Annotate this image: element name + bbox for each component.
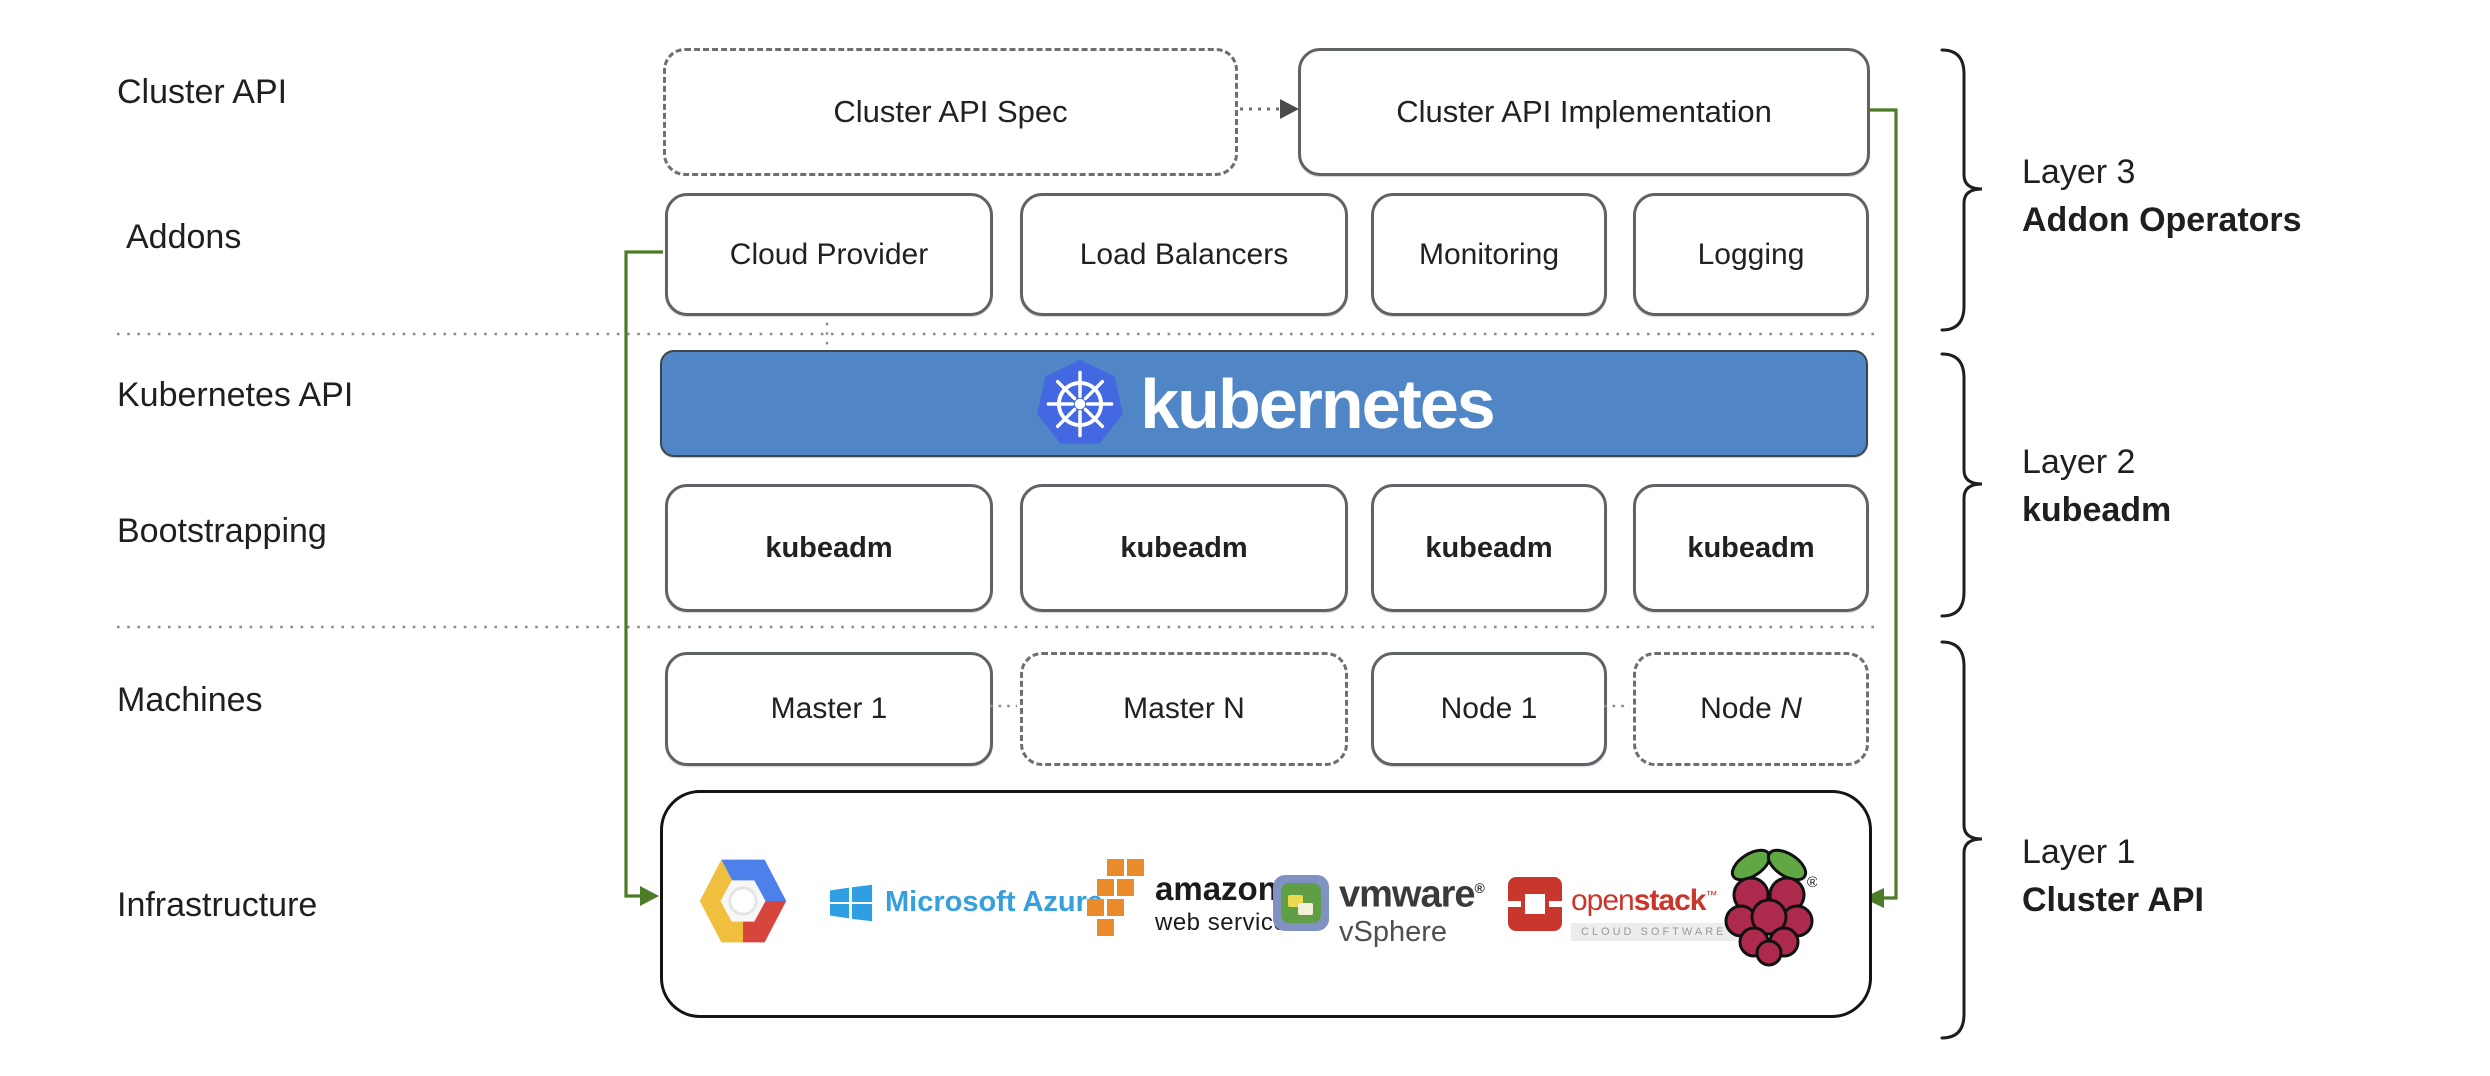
machine-box-master-n: Master N [1020,652,1348,766]
spec-to-implementation-arrowhead-icon [1280,99,1299,119]
addon-box-logging: Logging [1633,193,1869,316]
green-arrowhead-left-icon [640,886,659,906]
kubeadm-box-4: kubeadm [1633,484,1869,612]
vmware-logo-text: vmware® vSphere [1339,867,1485,948]
kubeadm-box-2: kubeadm [1020,484,1348,612]
cluster-api-spec-box: Cluster API Spec [663,48,1238,176]
raspberry-registered-mark: ® [1807,874,1817,891]
machine-box-node-n: Node N [1633,652,1869,766]
addon-box-monitoring: Monitoring [1371,193,1607,316]
row-label-infrastructure: Infrastructure [117,886,318,924]
openstack-logo-subtext: CLOUD SOFTWARE [1571,923,1737,941]
kubernetes-banner: kubernetes [660,350,1868,457]
vmware-registered-mark: ® [1474,880,1485,896]
openstack-logo-text: openstack™ CLOUD SOFTWARE [1571,877,1737,941]
vmware-logo-line1: vmware [1339,873,1476,916]
kubernetes-wheel-icon [1037,359,1124,444]
azure-windows-icon [829,884,873,922]
addon-box-load-balancers: Load Balancers [1020,193,1348,316]
green-arrow-left [624,250,663,898]
vmware-vsphere-icon [1273,875,1329,931]
openstack-trademark: ™ [1705,888,1717,902]
layer-3-line2: Addon Operators [2022,201,2302,239]
node-n-prefix: Node [1700,692,1772,725]
layer-2-label: Layer 2 kubeadm [2022,438,2171,534]
layer-1-line2: Cluster API [2022,881,2205,919]
openstack-logo-light: open [1571,884,1635,917]
layer-2-line1: Layer 2 [2022,443,2136,481]
openstack-logo-bold: stack [1633,884,1707,917]
aws-logo-text: amazon web services [1155,871,1300,941]
node-n-symbol: N [1780,692,1802,725]
brace-layer3-icon [1940,48,1983,332]
row-label-bootstrapping: Bootstrapping [117,512,327,550]
azure-logo-text: Microsoft Azure [885,886,1104,918]
vmware-logo-line2: vSphere [1339,915,1448,948]
addon-box-cloud-provider: Cloud Provider [665,193,993,316]
machine-box-node-1: Node 1 [1371,652,1607,766]
machine-box-master-1: Master 1 [665,652,993,766]
layer-1-label: Layer 1 Cluster API [2022,828,2204,924]
brace-layer1-icon [1940,640,1983,1040]
row-label-cluster-api: Cluster API [117,73,288,111]
google-cloud-icon [699,859,787,943]
kubernetes-banner-text: kubernetes [1140,364,1495,443]
layer-1-line1: Layer 1 [2022,833,2136,871]
layer-3-line1: Layer 3 [2022,153,2136,191]
aws-cubes-icon [1087,859,1144,936]
openstack-icon [1508,877,1562,931]
cluster-api-implementation-box: Cluster API Implementation [1298,48,1870,176]
brace-layer2-icon [1940,352,1983,618]
aws-logo-line1: amazon [1155,870,1278,907]
layer-2-line2: kubeadm [2022,491,2172,529]
row-label-machines: Machines [117,681,263,719]
layer-3-label: Layer 3 Addon Operators [2022,148,2302,244]
kubeadm-box-3: kubeadm [1371,484,1607,612]
raspberry-pi-icon: ® [1724,848,1817,967]
row-label-kubernetes-api: Kubernetes API [117,376,354,414]
infrastructure-box: Microsoft Azure amazon web services vmwa… [660,790,1872,1018]
row-label-addons: Addons [126,218,242,256]
kubeadm-box-1: kubeadm [665,484,993,612]
